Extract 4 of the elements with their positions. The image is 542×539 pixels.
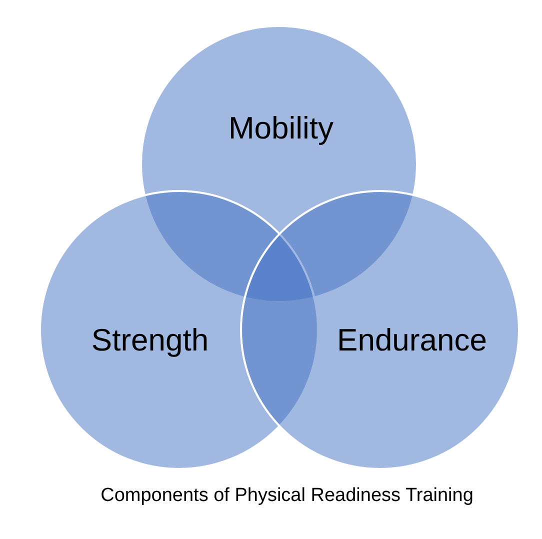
circle-label: Endurance: [337, 324, 487, 356]
caption: Components of Physical Readiness Training: [100, 484, 474, 508]
circle-label: Strength: [91, 324, 209, 356]
circle-label: Mobility: [228, 112, 334, 144]
